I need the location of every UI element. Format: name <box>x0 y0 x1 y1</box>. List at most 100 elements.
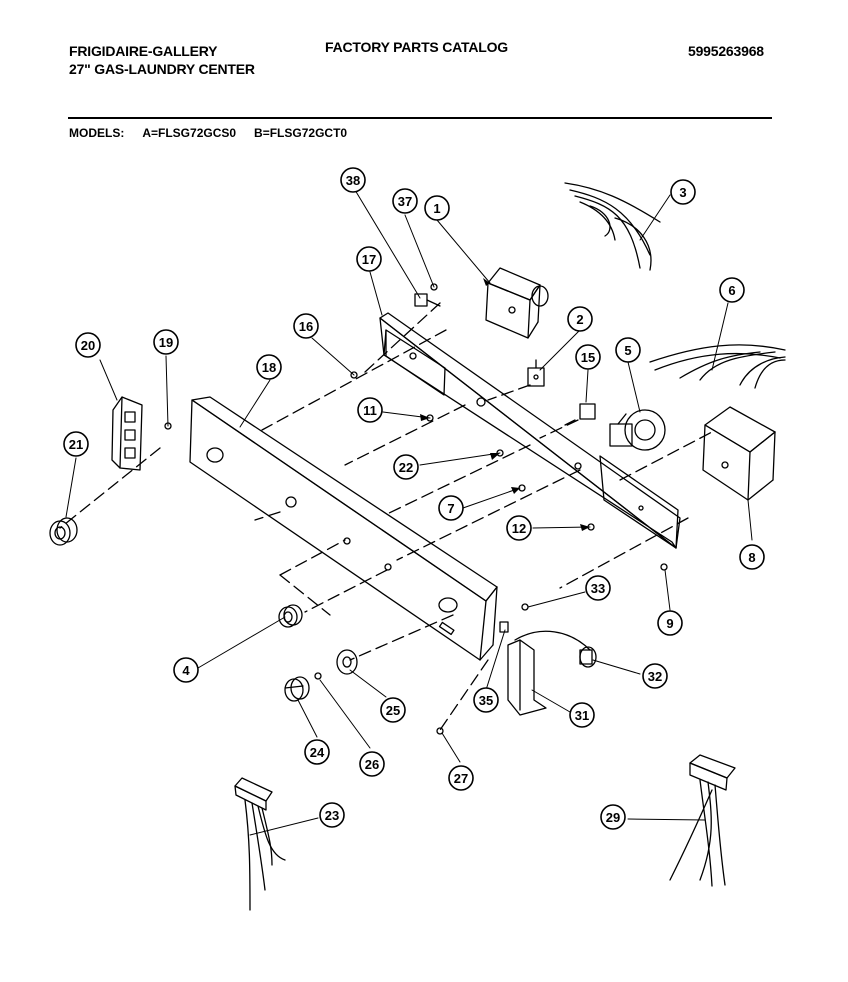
svg-text:19: 19 <box>159 335 173 350</box>
callout-24: 24 <box>304 739 330 765</box>
knob-24 <box>284 676 310 702</box>
wire-harness-6 <box>649 344 786 389</box>
alignment-lines <box>59 302 713 731</box>
knob-4 <box>278 604 303 628</box>
brand-title: FRIGIDAIRE-GALLERY <box>69 43 218 59</box>
svg-text:20: 20 <box>81 338 95 353</box>
bracket-31 <box>507 639 547 716</box>
clip-38 <box>414 293 441 307</box>
callout-15: 15 <box>575 344 601 370</box>
svg-text:35: 35 <box>479 693 493 708</box>
svg-text:2: 2 <box>576 312 583 327</box>
header-rule <box>68 117 772 119</box>
svg-text:24: 24 <box>310 745 325 760</box>
model-b: B=FLSG72GCT0 <box>254 126 348 140</box>
callout-29: 29 <box>600 804 626 830</box>
timer-part <box>485 267 549 339</box>
connector-15 <box>564 403 596 426</box>
callout-7: 7 <box>438 495 464 521</box>
callout-35: 35 <box>473 687 499 713</box>
svg-text:38: 38 <box>346 173 360 188</box>
wire-harness-23 <box>234 777 286 911</box>
svg-text:21: 21 <box>69 437 83 452</box>
screw-37 <box>430 283 438 291</box>
models-label: MODELS: <box>69 126 125 140</box>
switch-part <box>527 359 545 387</box>
callout-11: 11 <box>357 397 383 423</box>
junction-box-8 <box>702 406 776 501</box>
sensor-32 <box>514 630 597 668</box>
model-a: A=FLSG72GCS0 <box>142 126 237 140</box>
callout-19: 19 <box>153 329 179 355</box>
models-line: MODELS: A=FLSG72GCS0 B=FLSG72GCT0 <box>69 126 365 140</box>
screw-33 <box>521 603 529 611</box>
callout-31: 31 <box>569 702 595 728</box>
control-console <box>189 396 498 661</box>
svg-text:25: 25 <box>386 703 400 718</box>
svg-text:11: 11 <box>363 403 377 418</box>
svg-text:4: 4 <box>182 663 190 678</box>
callout-9: 9 <box>657 610 683 636</box>
svg-text:5: 5 <box>624 343 631 358</box>
callout-2: 2 <box>567 306 593 332</box>
callout-4: 4 <box>173 657 199 683</box>
bracket-20 <box>111 396 143 471</box>
wire-harness-3 <box>564 182 661 271</box>
svg-text:9: 9 <box>666 616 673 631</box>
motor-5 <box>609 409 666 451</box>
svg-text:12: 12 <box>512 521 526 536</box>
callout-38: 38 <box>340 167 366 193</box>
callout-16: 16 <box>293 313 319 339</box>
svg-text:37: 37 <box>398 194 412 209</box>
callout-12: 12 <box>506 515 532 541</box>
svg-text:6: 6 <box>728 283 735 298</box>
screw-27 <box>436 727 444 735</box>
callout-bubbles: 1 2 3 4 5 6 7 8 9 11 12 15 16 17 18 19 2… <box>63 167 765 830</box>
callout-8: 8 <box>739 544 765 570</box>
clip-35 <box>499 621 509 633</box>
svg-text:27: 27 <box>454 771 468 786</box>
callout-1: 1 <box>424 195 450 221</box>
leader-lines <box>65 189 753 836</box>
callout-6: 6 <box>719 277 745 303</box>
callout-23: 23 <box>319 802 345 828</box>
svg-text:7: 7 <box>447 501 454 516</box>
svg-text:15: 15 <box>581 350 595 365</box>
svg-text:29: 29 <box>606 810 620 825</box>
svg-text:18: 18 <box>262 360 276 375</box>
callout-20: 20 <box>75 332 101 358</box>
callout-5: 5 <box>615 337 641 363</box>
callout-32: 32 <box>642 663 668 689</box>
callout-27: 27 <box>448 765 474 791</box>
svg-text:3: 3 <box>679 185 686 200</box>
svg-text:26: 26 <box>365 757 379 772</box>
svg-text:16: 16 <box>299 319 313 334</box>
svg-text:23: 23 <box>325 808 339 823</box>
svg-text:33: 33 <box>591 581 605 596</box>
screw-16 <box>350 371 358 379</box>
screw-9 <box>660 563 668 571</box>
callout-3: 3 <box>670 179 696 205</box>
svg-text:31: 31 <box>575 708 589 723</box>
clip-26 <box>314 672 322 680</box>
callout-22: 22 <box>393 454 419 480</box>
callout-25: 25 <box>380 697 406 723</box>
callout-18: 18 <box>256 354 282 380</box>
callout-21: 21 <box>63 431 89 457</box>
svg-text:22: 22 <box>399 460 413 475</box>
catalog-part-number: 5995263968 <box>688 43 764 59</box>
washer-25 <box>336 649 358 675</box>
wire-harness-29 <box>669 754 736 887</box>
callout-26: 26 <box>359 751 385 777</box>
knob-21 <box>49 517 78 546</box>
svg-text:1: 1 <box>433 201 440 216</box>
svg-text:8: 8 <box>748 550 755 565</box>
product-subtitle: 27" GAS-LAUNDRY CENTER <box>69 61 255 77</box>
catalog-title: FACTORY PARTS CATALOG <box>325 39 508 55</box>
svg-text:32: 32 <box>648 669 662 684</box>
callout-33: 33 <box>585 575 611 601</box>
callout-37: 37 <box>392 188 418 214</box>
callout-17: 17 <box>356 246 382 272</box>
svg-text:17: 17 <box>362 252 376 267</box>
